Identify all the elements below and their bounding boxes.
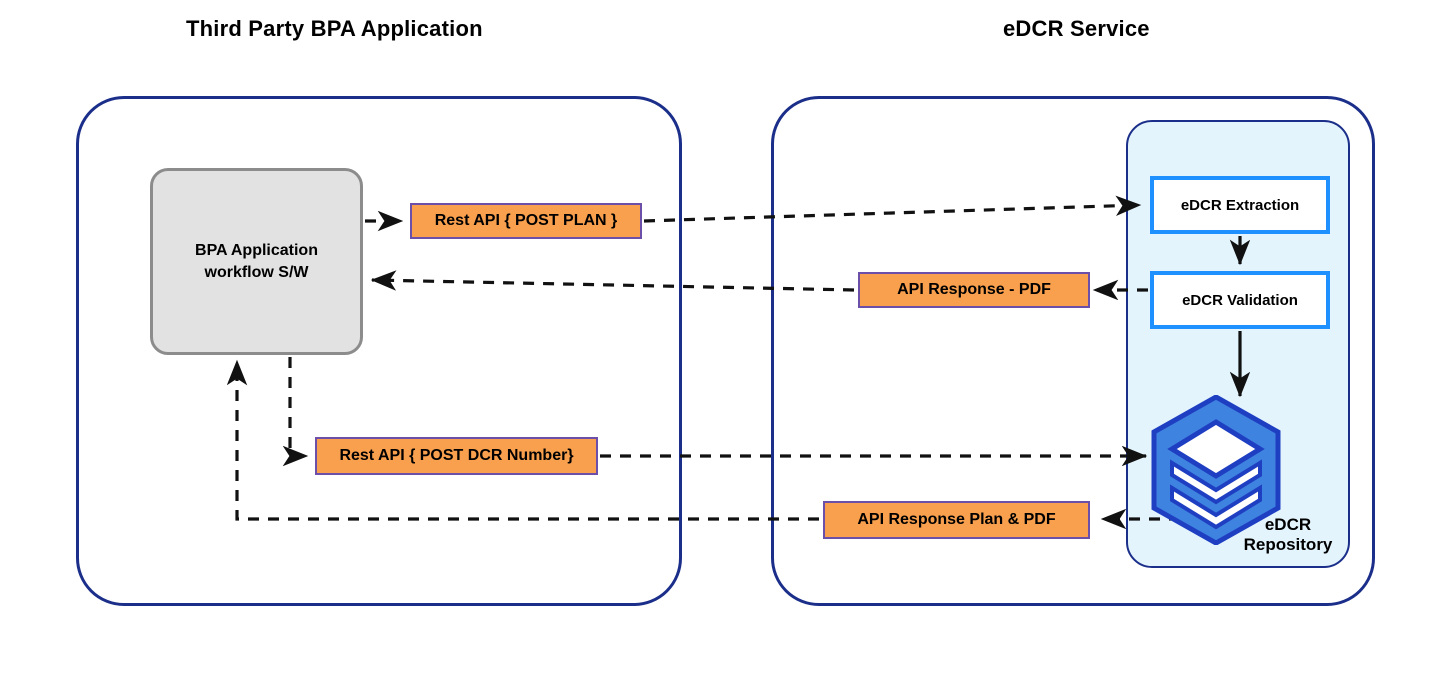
node-edcr-repository-label-line2: Repository [1243,535,1333,555]
message-api-response-pdf[interactable]: API Response - PDF [858,272,1090,308]
node-edcr-repository-label: eDCR Repository [1223,515,1353,556]
node-edcr-extraction[interactable]: eDCR Extraction [1150,176,1330,234]
stacked-layers-hexagon-icon [1151,395,1281,545]
node-bpa-application-workflow[interactable]: BPA Application workflow S/W [150,168,363,355]
node-edcr-validation[interactable]: eDCR Validation [1150,271,1330,329]
message-api-response-plan-and-pdf[interactable]: API Response Plan & PDF [823,501,1090,539]
node-bpa-application-label-line1: BPA Application [195,241,318,259]
message-rest-api-post-dcr-number[interactable]: Rest API { POST DCR Number} [315,437,598,475]
page-title-third-party-bpa: Third Party BPA Application [186,16,483,41]
message-rest-api-post-plan[interactable]: Rest API { POST PLAN } [410,203,642,239]
page-title-edcr-service: eDCR Service [1003,16,1150,41]
node-bpa-application-label-line2: workflow S/W [204,263,309,281]
node-edcr-repository-label-line1: eDCR [1264,515,1312,534]
